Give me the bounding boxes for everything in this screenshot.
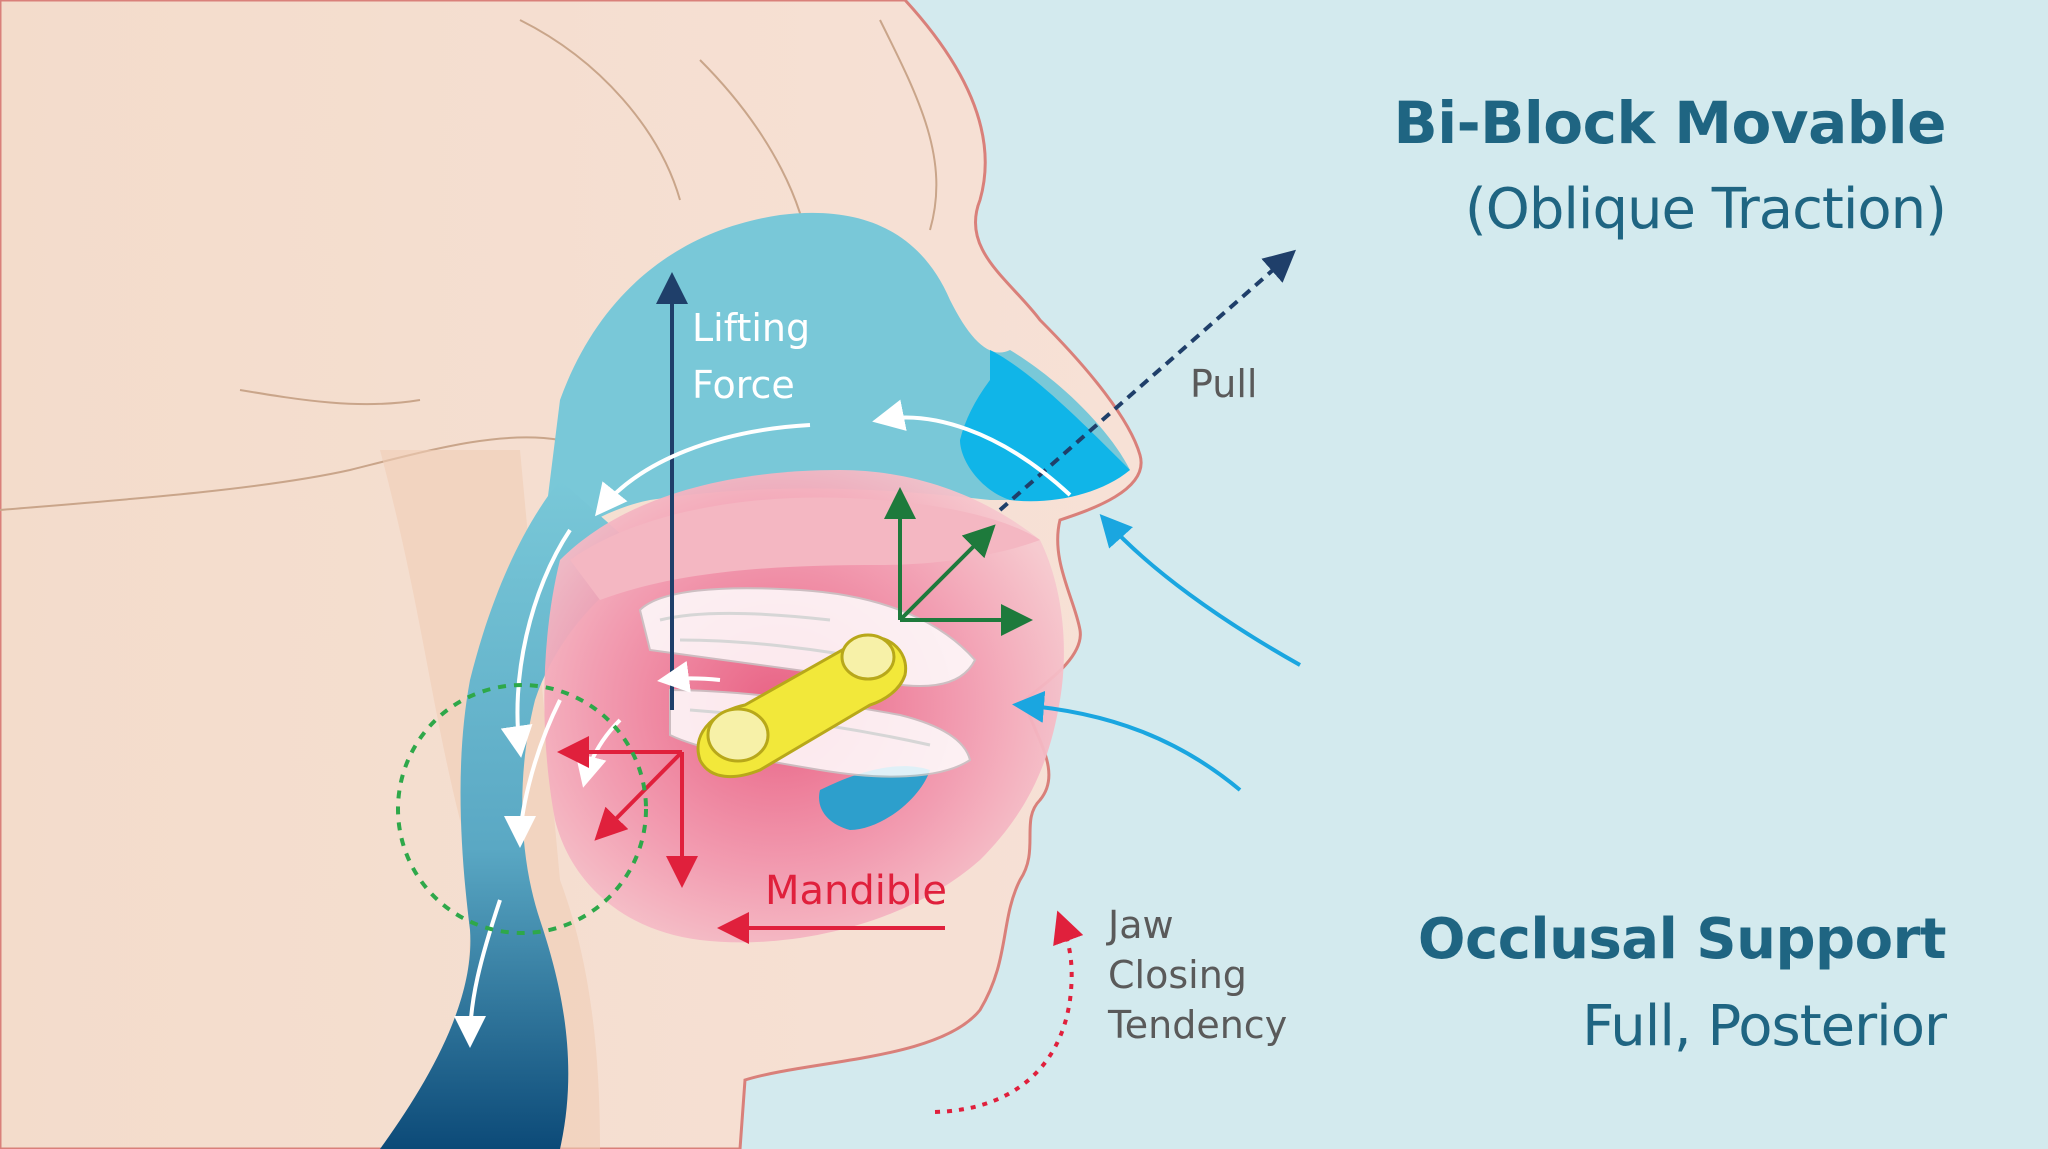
- occlusal-support-title: Occlusal Support: [1417, 907, 1947, 972]
- nasal-cavity: [960, 350, 1130, 502]
- traction-subtitle: (Oblique Traction): [1464, 177, 1947, 242]
- appliance-title: Bi-Block Movable: [1393, 89, 1947, 157]
- tongue-airway-patch: [819, 766, 930, 830]
- force-vectors-red: [557, 736, 945, 944]
- jaw-label-line3: Tendency: [1108, 1003, 1288, 1048]
- appliance-connector: [696, 633, 908, 779]
- pull-arrow: [998, 249, 1297, 512]
- airflow-arrows: [454, 399, 1072, 1048]
- skull-outline: [0, 19, 938, 511]
- pharyngeal-airway: [380, 480, 650, 1149]
- jaw-closing-arrow: [934, 910, 1084, 1114]
- jaw-closing-label: Jaw Closing Tendency: [1108, 900, 1287, 1050]
- pull-label: Pull: [1190, 362, 1258, 406]
- occlusal-support-value: Full, Posterior: [1582, 994, 1947, 1059]
- jaw-label-line1: Jaw: [1108, 903, 1174, 947]
- mandible-label: Mandible: [765, 868, 947, 914]
- incoming-airflow-arrows: [1012, 514, 1301, 792]
- airway-obstruction-zone: [396, 683, 648, 935]
- force-vectors-green: [884, 487, 1033, 636]
- lifting-force-label-line2: Force: [692, 363, 795, 407]
- jaw-label-line2: Closing: [1108, 953, 1247, 998]
- palate: [570, 497, 1040, 600]
- lifting-force-label: Lifting Force: [692, 300, 810, 414]
- lifting-force-label-line1: Lifting: [692, 306, 811, 350]
